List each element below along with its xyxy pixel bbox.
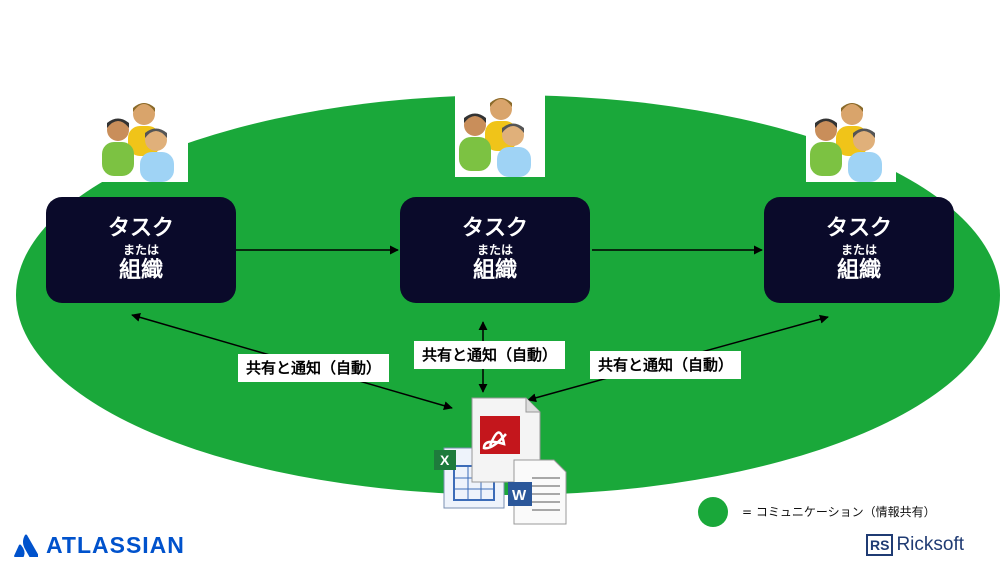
svg-text:X: X (440, 452, 450, 468)
atlassian-mark-icon (14, 534, 38, 557)
node-label-org: 組織 (836, 258, 881, 283)
legend-text: = コミュニケーション（情報共有） (742, 505, 936, 519)
node-label-task: タスク (461, 216, 528, 241)
task-or-org-node-1: タスク または 組織 (46, 197, 236, 303)
node-label-or: または (122, 243, 159, 257)
node-label-or: または (840, 243, 877, 257)
share-notify-label-left: 共有と通知（自動） (238, 354, 390, 382)
task-or-org-node-2: タスク または 組織 (400, 197, 590, 303)
people-group-icon (455, 95, 545, 177)
atlassian-logo: ATLASSIAN (14, 532, 185, 559)
share-notify-label-right: 共有と通知（自動） (590, 351, 742, 379)
atlassian-wordmark: ATLASSIAN (46, 532, 185, 558)
ricksoft-mark: RS (866, 534, 894, 556)
node-label-task: タスク (107, 216, 174, 241)
node-label-org: 組織 (118, 258, 163, 283)
people-group-icon (98, 100, 188, 182)
people-group-icon (806, 100, 896, 182)
ricksoft-logo: RS Ricksoft (866, 534, 964, 556)
svg-text:W: W (512, 487, 527, 504)
legend-swatch (698, 497, 728, 527)
task-or-org-node-3: タスク または 組織 (764, 197, 954, 303)
node-label-or: または (476, 243, 513, 257)
shared-documents: X W (432, 396, 572, 526)
share-notify-label-center: 共有と通知（自動） (414, 341, 566, 369)
word-file-icon: W (508, 459, 567, 525)
node-label-org: 組織 (472, 258, 517, 283)
ricksoft-wordmark: Ricksoft (896, 534, 965, 555)
node-label-task: タスク (825, 216, 892, 241)
